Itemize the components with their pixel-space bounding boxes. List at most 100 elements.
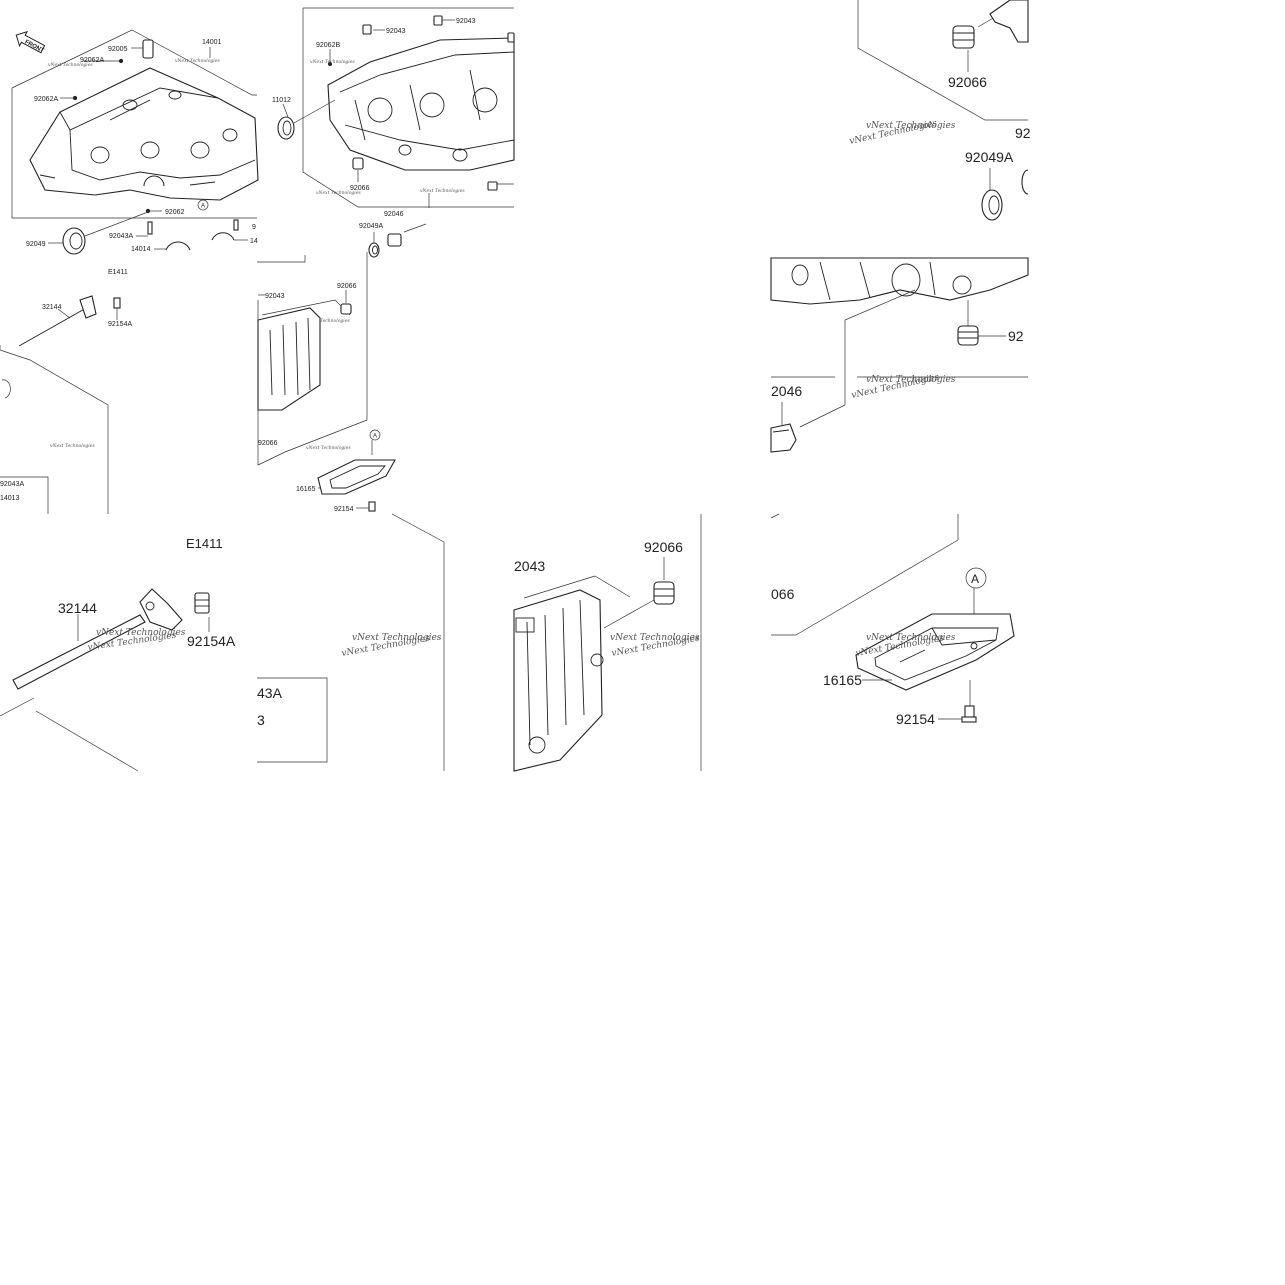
balancer-shaft-32144-zoom [12,588,210,690]
pin-box-left [0,476,49,514]
label-16165: 16165 [296,486,316,493]
zoom-label-92-trunc: 92 [1008,328,1024,344]
bearing-92046 [387,233,402,247]
dowel-92043-1 [362,24,372,35]
plug-92066-1 [352,157,364,170]
watermark: vNext Technologies [305,318,350,324]
label-92043A: 92043A [109,233,133,240]
zoom-label-92154: 92154 [896,711,935,727]
zoom-bottom-left-tile: E1411 32144 92154A vNext Technologies vN… [0,536,236,772]
zoom-br-bracket-diag [795,539,959,636]
bearing-92046-zoom [770,423,797,453]
label-14-trunc: 14 [250,238,258,245]
watermark: vNext Technologies [175,58,220,64]
zoom-mid-right-tile: 92 2046 vNext Technologies vNext Technol… [770,257,1029,453]
upper-case-bracket-left [11,88,48,219]
zoom-label-3: 3 [257,712,265,728]
zoom-label-32144: 32144 [58,600,97,616]
watermark: vNext Technologies [306,445,351,451]
bolt-92154 [368,501,376,512]
dowel-pin-trunc [233,219,239,231]
dowel-pin-92043A [147,221,153,235]
label-9-trunc: 9 [252,224,256,231]
zoom-label-066: 066 [771,586,795,602]
label-92046: 92046 [384,211,404,218]
partial-part-left [1,379,11,399]
label-92154A: 92154A [108,321,132,328]
zoom-label-16165: 16165 [823,672,862,688]
upper-case-bracket-top [11,29,257,96]
zoom-bm-pin-box [257,677,328,763]
oil-cover-zoom [513,589,604,772]
zoom-label-43A: 43A [257,685,283,701]
watermark: vNext Technologies [96,628,186,638]
plug-92066-mr [957,325,979,346]
watermark: vNext Technologies [866,633,956,643]
oil-seal-92049A [368,242,380,258]
watermark: vNext Technologies [420,188,465,194]
crankcase-partial-mr [770,257,1029,305]
zoom-ref-label-A: A [971,572,979,586]
label-92043-2: 92043 [456,18,476,25]
watermark: vNext Technologies [316,190,361,196]
front-label: FRONT [24,39,45,54]
oil-cover-partial [257,307,321,411]
watermark: vNext Technologies [50,443,95,449]
watermark: vNext Technologies [352,633,442,643]
upper-case-bracket-tail [257,255,306,263]
zoom-label-2043: 2043 [514,558,545,574]
zoom-bc-bracket-top [523,575,596,599]
plug-92066-bc [653,581,675,605]
zoom-bottom-mid-tile: 43A 3 vNext Technologies vNext Technolog… [257,513,445,771]
plug-92066-zoom [952,25,975,49]
oil-seal-92049 [62,227,86,255]
watermark: vNext Technologies [48,62,93,68]
watermark: vNext Technologies [310,59,355,65]
plug-92066-2 [340,303,352,315]
zoom-tr-bracket [857,0,1028,121]
label-14013: 14013 [0,495,20,502]
label-92049: 92049 [26,241,46,248]
zoom-label-92066: 92066 [644,539,683,555]
label-92043A-box: 92043A [0,481,24,488]
zoom-bl-bracket-2 [35,710,139,772]
ref-circle-A-2 [369,429,381,441]
label-92049A: 92049A [359,223,383,230]
bearing-leader-mr [799,320,846,428]
label-92154: 92154 [334,506,354,513]
watermark: vNext Technologies [610,633,700,643]
partial-seal-tr [1021,169,1029,195]
label-11012: 11012 [272,97,291,104]
label-92005: 92005 [108,46,128,53]
oil-seal-11012 [277,116,295,140]
zoom-label-2046: 2046 [771,383,802,399]
label-E1411: E1411 [108,269,128,276]
ref-label-A-2: A [373,434,377,440]
label-92062A-1: 92062A [80,57,104,64]
overview-leaders-lower [258,19,514,509]
lower-case-bracket-outline [302,8,514,208]
label-92043-1: 92043 [386,28,406,35]
bolt-92154-zoom [961,705,977,723]
zoom-bottom-center-tile: 2043 92066 vNext Technologies vNext Tech… [513,514,702,772]
label-92066-1: 92066 [350,185,370,192]
zoom-ref-circle-A [965,567,987,589]
bearing-half-shell-3 [143,175,165,187]
watermark: vNext Technologies [866,121,956,131]
zoom-label-92049A: 92049A [965,149,1014,165]
label-32144: 32144 [42,304,62,311]
zoom-bottom-right-tile: 066 A 16165 92154 vNext Technologies vNe… [770,513,1015,727]
label-14001: 14001 [202,39,222,46]
label-92043-3: 92043 [265,293,285,300]
bearing-half-shell-2 [211,232,235,241]
zoom-top-right-tile: 92066 92 92049A vNext Technologies vNext… [849,0,1031,221]
lower-case-bracket [0,345,109,514]
watermark: vNext Technologies [866,375,956,385]
plug-partial [487,181,498,191]
zoom-br-bracket-tick [770,513,780,519]
label-92066-2: 92066 [337,283,357,290]
zoom-bl-bracket-1 [0,697,35,717]
dowel-92043-2 [433,15,443,26]
balancer-shaft-32144 [18,295,121,347]
